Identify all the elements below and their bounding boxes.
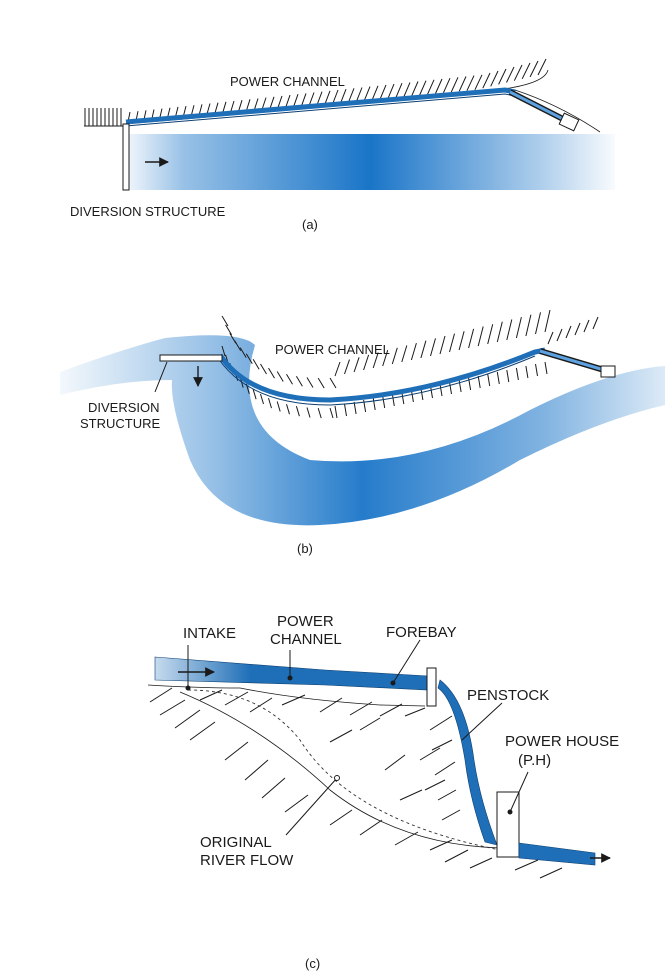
hillside-hatch-b (221, 309, 599, 419)
label-original-river-1: ORIGINAL (200, 834, 272, 851)
leader-penstock (461, 702, 503, 741)
leader-diversion-b (154, 361, 168, 393)
label-power-channel-b: POWER CHANNEL (275, 342, 390, 357)
power-house-c (496, 791, 520, 858)
label-power-channel-c-1: POWER (277, 613, 334, 630)
leader-forebay (392, 639, 421, 684)
river-a (125, 134, 615, 190)
panel-c: INTAKE POWER CHANNEL FOREBAY PENSTOCK PO… (147, 613, 619, 971)
caption-a: (a) (302, 217, 318, 232)
power-house-b (600, 365, 616, 378)
dot-intake (185, 685, 191, 691)
leader-power-house (509, 771, 529, 813)
power-channel-b (217, 347, 546, 403)
panel-a: POWER CHANNEL DIVERSION STRUCTURE (a) (70, 58, 615, 232)
label-forebay: FOREBAY (386, 624, 457, 641)
bank-hatch-a-left (84, 108, 122, 126)
label-intake: INTAKE (183, 625, 236, 642)
dot-power-channel (287, 675, 293, 681)
tailrace-c (518, 842, 596, 866)
power-house-a (558, 112, 580, 132)
river-b (60, 335, 665, 526)
label-diversion-b-line1: DIVERSION (88, 400, 160, 415)
dot-original-river (334, 775, 340, 781)
slope-line-a (514, 89, 601, 133)
leader-original-river (285, 777, 338, 836)
penstock-b-fill (539, 349, 605, 372)
dot-power-house (507, 809, 513, 815)
ground-line-c-upper (147, 684, 426, 707)
label-power-house-2: (P.H) (518, 752, 551, 769)
label-diversion-b-line2: STRUCTURE (80, 416, 160, 431)
power-channel-c (154, 656, 429, 691)
caption-c: (c) (305, 956, 320, 971)
ground-line-c-lower (179, 691, 501, 849)
hillside-hatch-a (127, 58, 547, 123)
power-channel-a-edge (125, 93, 516, 127)
ground-hatch-c (149, 687, 563, 879)
label-power-house-1: POWER HOUSE (505, 733, 619, 750)
power-channel-b-edge (217, 355, 536, 406)
label-original-river-2: RIVER FLOW (200, 852, 294, 869)
diversion-structure-b (159, 354, 223, 362)
label-power-channel-a: POWER CHANNEL (230, 74, 345, 89)
penstock-c (437, 679, 498, 846)
label-penstock: PENSTOCK (467, 687, 549, 704)
label-diversion-structure-a: DIVERSION STRUCTURE (70, 204, 226, 219)
original-river-dashed (187, 689, 501, 851)
caption-b: (b) (297, 541, 313, 556)
forebay-gate (426, 667, 437, 707)
panel-b: POWER CHANNEL DIVERSION STRUCTURE (b) (60, 309, 665, 556)
dot-forebay (390, 680, 396, 686)
diversion-structure-a (122, 123, 130, 191)
penstock-a-fill (509, 90, 566, 122)
label-power-channel-c-2: CHANNEL (270, 631, 342, 648)
